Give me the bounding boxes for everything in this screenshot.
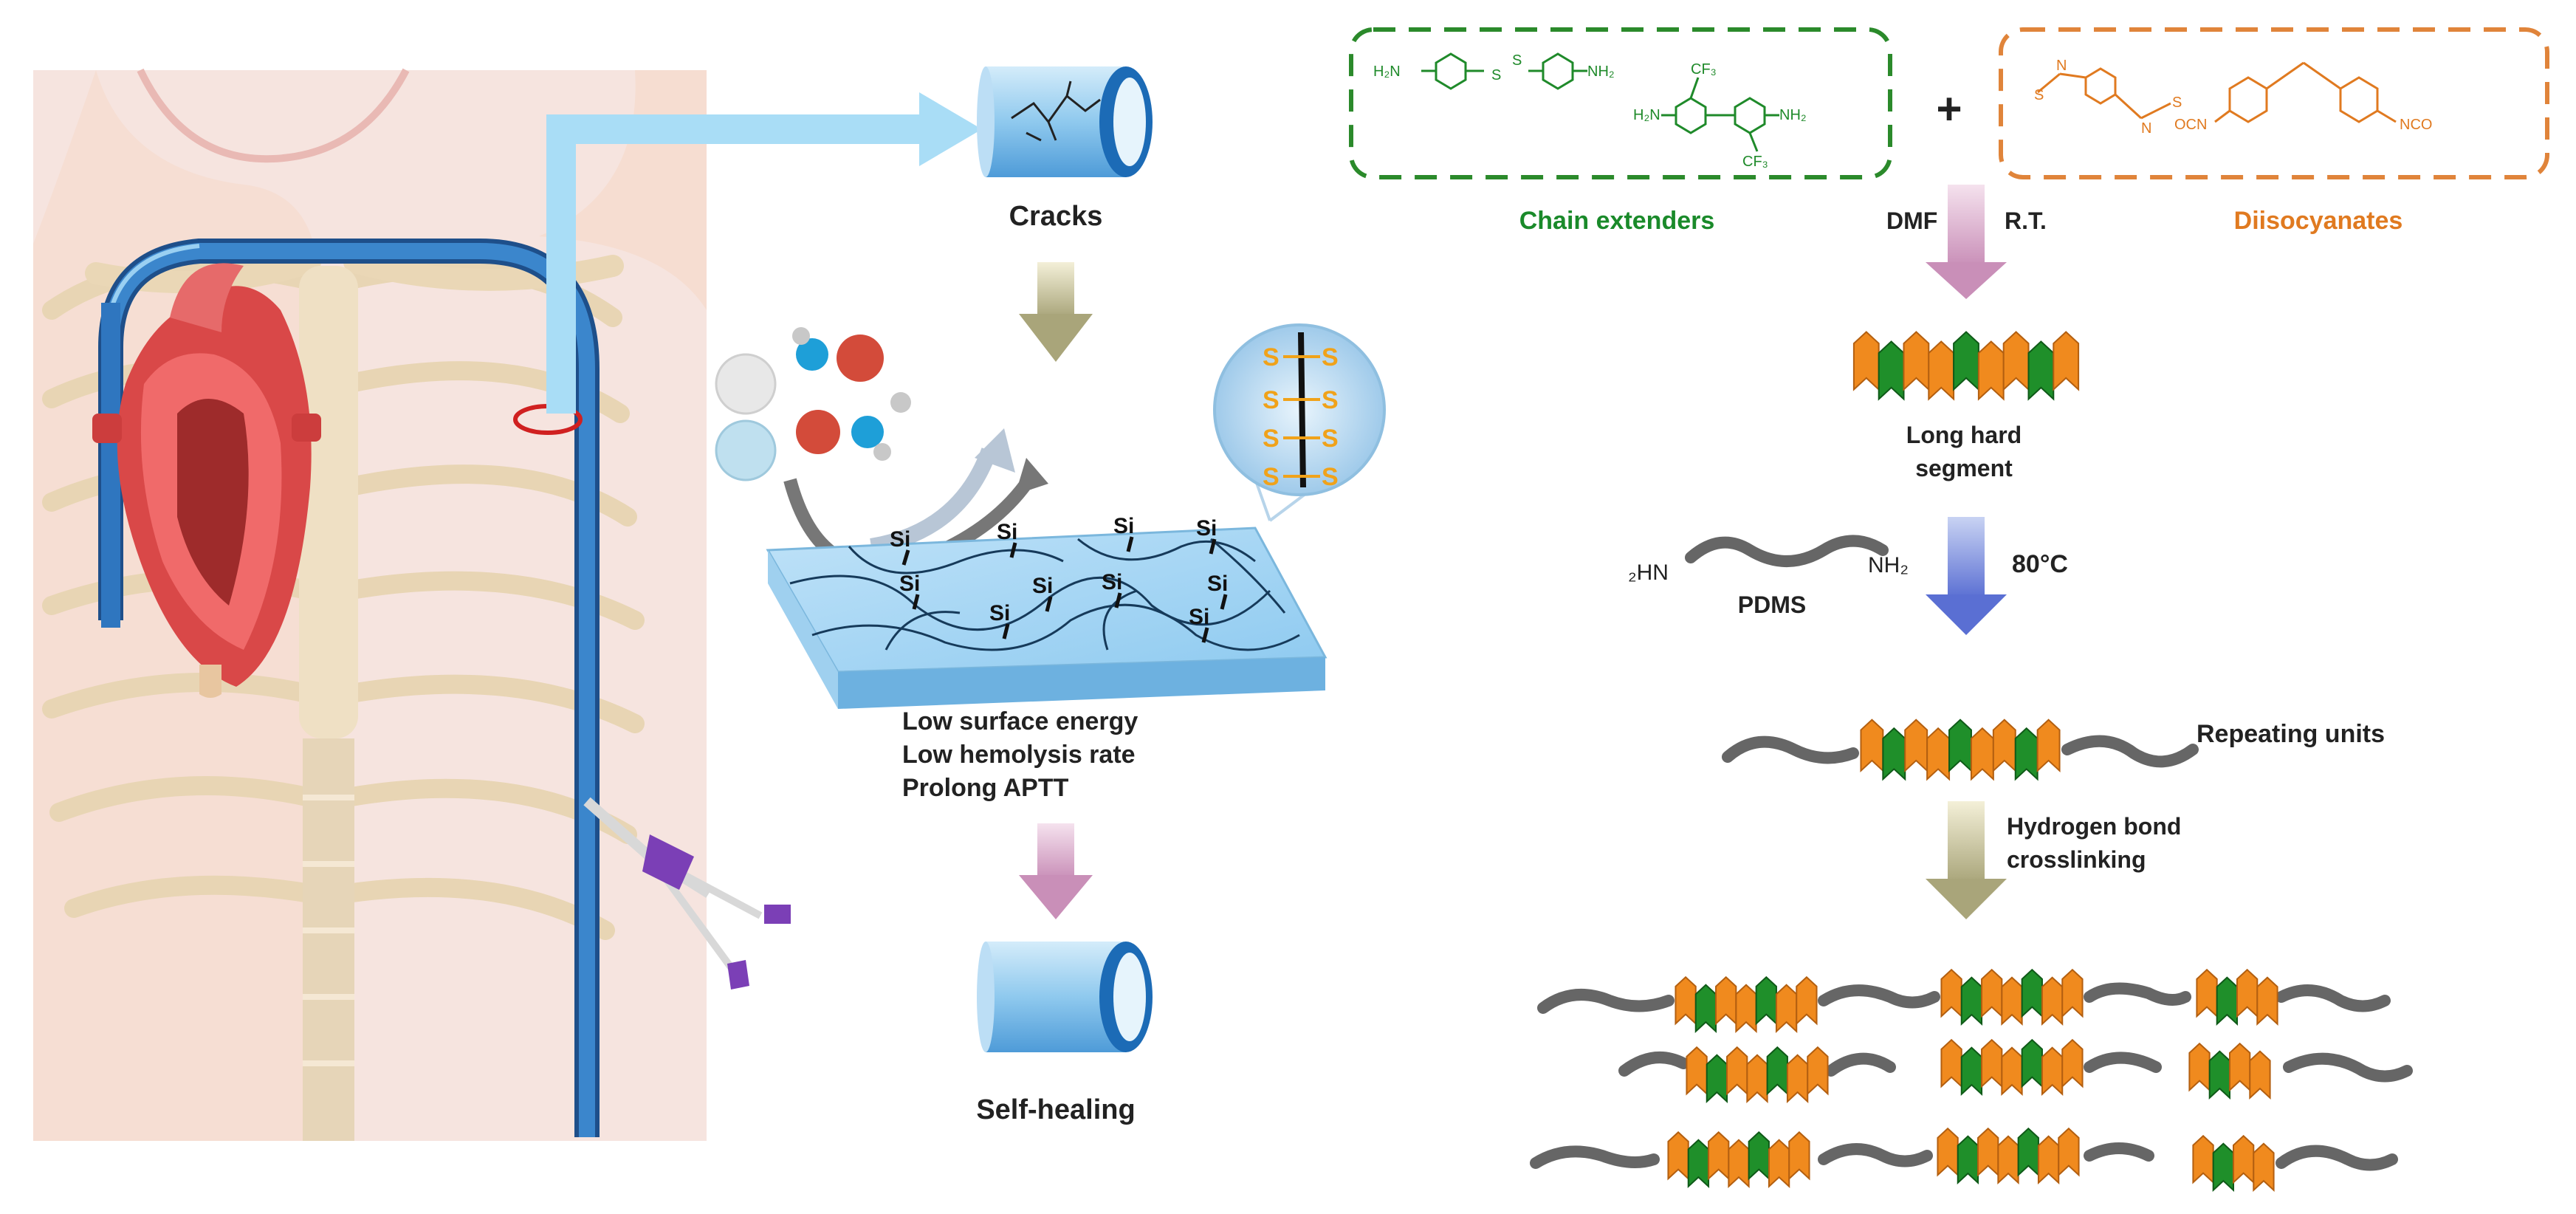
hard-segment-block bbox=[1667, 1131, 1810, 1189]
svg-text:Si: Si bbox=[899, 572, 920, 596]
disulfide-zoom: S S S S S S S S bbox=[1213, 323, 1386, 522]
pdms-chain bbox=[1685, 535, 1889, 567]
svg-text:NH₂: NH₂ bbox=[1779, 107, 1807, 123]
hard-segment-label-1: Long hard bbox=[1906, 422, 2022, 448]
diisocyanates-box: S N N S OCN NCO bbox=[1999, 27, 2549, 179]
crosslinked-network bbox=[1530, 968, 2413, 1193]
hard-segment-block bbox=[1675, 975, 1818, 1034]
pdms-label: PDMS bbox=[1738, 591, 1806, 618]
hard-segment-block bbox=[1686, 1046, 1829, 1104]
svg-text:Si: Si bbox=[1102, 570, 1122, 594]
hard-segment-block bbox=[1940, 1038, 2084, 1097]
svg-text:S: S bbox=[1263, 343, 1280, 371]
down-arrow-1 bbox=[1019, 262, 1093, 362]
polymer-slab: Si Si Si Si Si Si Si Si Si Si bbox=[766, 514, 1328, 709]
crack-lines bbox=[1011, 80, 1101, 142]
red-blood-cell-2 bbox=[796, 410, 840, 454]
hard-segment-label-2: segment bbox=[1915, 455, 2013, 481]
svg-text:OCN: OCN bbox=[2174, 117, 2207, 133]
hard-segment-block bbox=[2196, 968, 2278, 1026]
hard-segment-block bbox=[1940, 968, 2084, 1026]
si-crosslinks: Si Si Si Si Si Si Si Si Si Si bbox=[890, 514, 1228, 629]
pdms-left-end: ₂HN bbox=[1628, 560, 1669, 585]
solvent-label: DMF bbox=[1886, 208, 1937, 234]
svg-text:H₂N: H₂N bbox=[1633, 107, 1660, 123]
svg-text:Si: Si bbox=[1196, 516, 1217, 541]
diisocyanates-label: Diisocyanates bbox=[2234, 207, 2403, 235]
property-1: Low surface energy bbox=[902, 707, 1138, 735]
reaction-arrow-1 bbox=[1926, 185, 2007, 299]
svg-text:N: N bbox=[2141, 120, 2151, 137]
hard-segment-block bbox=[1852, 331, 2080, 401]
hard-segment-block bbox=[1937, 1127, 2080, 1185]
chain-extenders-label: Chain extenders bbox=[1519, 207, 1715, 235]
svg-text:S: S bbox=[1322, 343, 1339, 371]
svg-text:CF₃: CF₃ bbox=[1742, 154, 1768, 170]
svg-text:Si: Si bbox=[1189, 605, 1209, 629]
red-blood-cell bbox=[837, 335, 884, 382]
property-2: Low hemolysis rate bbox=[902, 741, 1136, 769]
cracked-tube bbox=[977, 66, 1153, 177]
svg-text:CF₃: CF₃ bbox=[1691, 61, 1717, 78]
pdms-right-end: NH₂ bbox=[1868, 553, 1909, 577]
repeating-units-label: Repeating units bbox=[2197, 720, 2385, 748]
hbond-label-1: Hydrogen bond bbox=[2007, 813, 2181, 840]
svg-text:S: S bbox=[1491, 67, 1501, 83]
property-3: Prolong APTT bbox=[902, 774, 1069, 802]
hard-segment bbox=[1852, 331, 2080, 401]
svg-text:N: N bbox=[2056, 58, 2067, 74]
svg-text:S: S bbox=[1322, 425, 1339, 453]
svg-text:NCO: NCO bbox=[2400, 117, 2432, 133]
svg-text:Si: Si bbox=[1207, 572, 1228, 596]
svg-text:NH₂: NH₂ bbox=[1587, 64, 1615, 80]
repeating-unit bbox=[1722, 719, 2199, 781]
svg-text:S: S bbox=[1322, 463, 1339, 491]
hard-segment-block bbox=[2188, 1042, 2271, 1100]
svg-text:S: S bbox=[1512, 52, 1522, 69]
svg-text:Si: Si bbox=[1113, 514, 1134, 538]
reaction-arrow-2 bbox=[1926, 517, 2007, 635]
svg-text:S: S bbox=[1263, 425, 1280, 453]
svg-text:S: S bbox=[2034, 87, 2044, 103]
plus-sign: + bbox=[1936, 84, 1962, 134]
cracks-label: Cracks bbox=[1009, 201, 1103, 232]
temperature-label-1: R.T. bbox=[2005, 208, 2047, 234]
hard-segment-block bbox=[2192, 1134, 2275, 1193]
down-arrow-2 bbox=[1019, 823, 1093, 919]
svg-text:S: S bbox=[1263, 386, 1280, 414]
svg-text:Si: Si bbox=[1032, 574, 1053, 598]
hard-segment-block bbox=[1860, 719, 2061, 781]
zoom-arrow bbox=[546, 92, 982, 414]
hbond-label-2: crosslinking bbox=[2007, 846, 2146, 873]
healing-agents bbox=[715, 327, 1048, 575]
heart-illustration bbox=[92, 263, 321, 698]
svg-text:S: S bbox=[2172, 95, 2182, 111]
property-list: Low surface energy Low hemolysis rate Pr… bbox=[902, 707, 1138, 802]
body-illustration bbox=[33, 68, 707, 1141]
healed-tube bbox=[977, 942, 1153, 1052]
svg-text:Si: Si bbox=[997, 520, 1017, 544]
chain-extenders-box: H₂N NH₂ H₂N NH₂ CF₃ CF₃ S S bbox=[1349, 27, 1892, 179]
catheter-hub bbox=[642, 834, 694, 890]
svg-text:S: S bbox=[1263, 463, 1280, 491]
temperature-label-2: 80°C bbox=[2012, 550, 2068, 578]
catheter bbox=[98, 239, 791, 1137]
svg-text:Si: Si bbox=[989, 601, 1010, 625]
svg-text:H₂N: H₂N bbox=[1373, 64, 1401, 80]
reaction-arrow-3 bbox=[1926, 801, 2007, 919]
self-healing-label: Self-healing bbox=[976, 1094, 1135, 1125]
svg-text:S: S bbox=[1322, 386, 1339, 414]
svg-text:Si: Si bbox=[890, 527, 910, 552]
